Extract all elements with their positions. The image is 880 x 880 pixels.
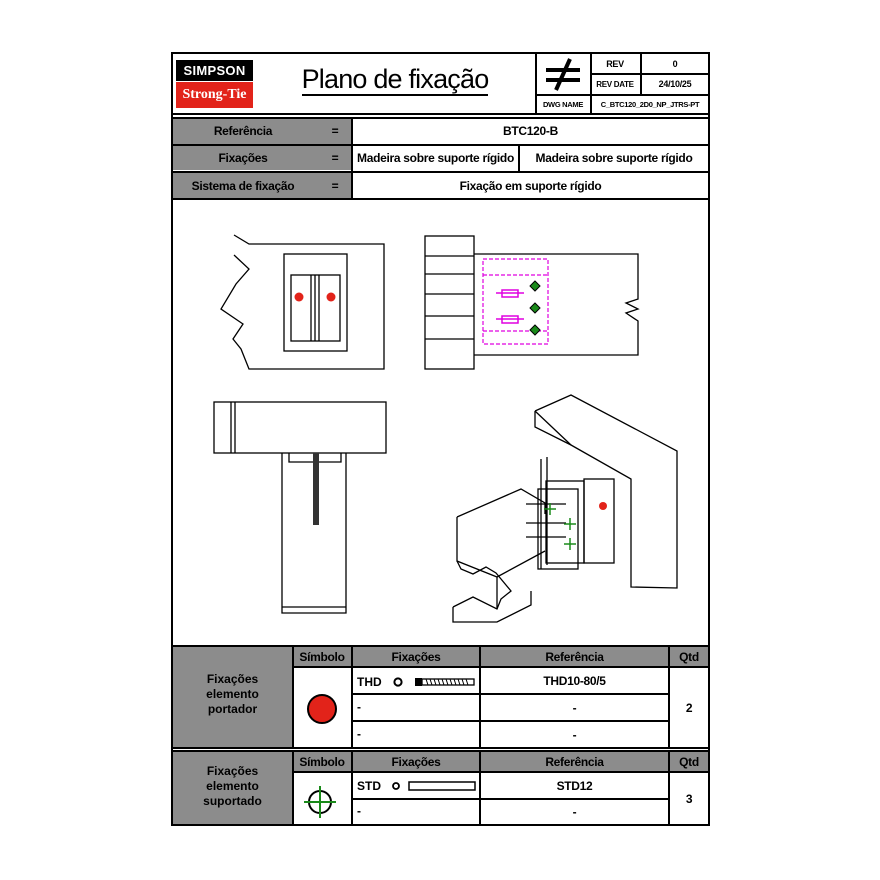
sistema-value: Fixação em suporte rígido [459,178,602,193]
std-point-2 [529,302,541,314]
rev-date-value: 24/10/25 [658,79,692,89]
table1-head-qtd-bg [670,647,708,666]
technical-drawing [213,234,678,623]
isometric-view [452,394,678,623]
table1-col-qtd: Qtd [679,649,699,664]
plan-rod [313,453,319,525]
table2-qtd: 3 [685,791,693,806]
std-point-1 [529,280,541,292]
fixacoes-label-cell [173,146,351,170]
equals-2: = [331,151,339,165]
table2-col-symbol: Símbolo [299,754,345,769]
thd-point-1 [294,292,304,302]
table1-row2-ref: - [572,700,577,715]
fixacoes-label: Fixações [218,151,268,165]
drawing-sheet [171,52,710,826]
thd-screw-icon [393,677,475,687]
table2-col-qtd: Qtd [679,754,699,769]
table2-row2-ref: - [572,805,577,819]
table1-col-fixacoes: Fixações [391,649,441,664]
table1-row2-fix: - [357,700,361,714]
table1-row1-fix: THD [357,675,382,689]
fixacoes-right: Madeira sobre suporte rígido [535,151,693,165]
rev-value: 0 [672,58,678,69]
side-view [424,235,640,370]
table1-row3-ref: - [572,727,577,742]
front-view [220,234,385,370]
sistema-label: Sistema de fixação [191,178,295,193]
thd-symbol-icon [307,694,337,724]
table2-side [173,752,292,824]
table1-head-symbol-bg [293,647,351,666]
table2-head-qtd-bg [670,752,708,771]
table1-side-label: Fixações elemento portador [206,672,259,716]
table1-head-fix-bg [353,647,479,666]
std-symbol-icon [304,786,336,818]
table2-row2-fix: - [357,804,361,818]
not-equal-icon [546,58,580,91]
table2-col-fixacoes: Fixações [391,754,441,769]
table1-qtd: 2 [685,700,693,715]
dwg-name-value: C_BTC120_2D0_NP_JTRS-PT [600,99,700,109]
std-dowel-icon [392,781,476,791]
fixacoes-left: Madeira sobre suporte rígido [357,151,514,165]
table2-col-referencia: Referência [545,754,604,769]
table2-head-symbol-bg [293,752,351,771]
table1-col-symbol: Símbolo [299,649,345,664]
table1-col-referencia: Referência [545,649,604,664]
connector-slots [496,289,524,324]
sistema-label-cell [173,173,351,198]
rev-label: REV [606,58,624,69]
referencia-label: Referência [213,124,273,138]
equals-3: = [331,178,339,193]
table2-side-label: Fixações elemento suportado [203,764,262,808]
plan-view [213,401,387,614]
table2-row1-fix: STD [357,779,381,793]
table2-row1-ref: STD12 [556,778,593,793]
page-title: Plano de fixação [301,64,489,96]
referencia-value: BTC120-B [503,124,558,138]
dwg-name-label: DWG NAME [542,99,584,109]
logo-strong-tie: Strong-Tie [176,82,253,108]
std-point-3 [529,324,541,336]
equals-1: = [331,124,339,138]
table2-head-ref-bg [481,752,668,771]
table1-head-ref-bg [481,647,668,666]
logo-simpson: SIMPSON [176,60,253,81]
table1-side [173,647,292,747]
thd-point-2 [326,292,336,302]
table1-row1-ref: THD10-80/5 [543,673,606,688]
table1-row3-fix: - [357,727,361,741]
thd-point-iso [599,502,607,510]
referencia-label-cell [173,118,351,144]
rev-date-label: REV DATE [596,79,634,89]
table2-head-fix-bg [353,752,479,771]
